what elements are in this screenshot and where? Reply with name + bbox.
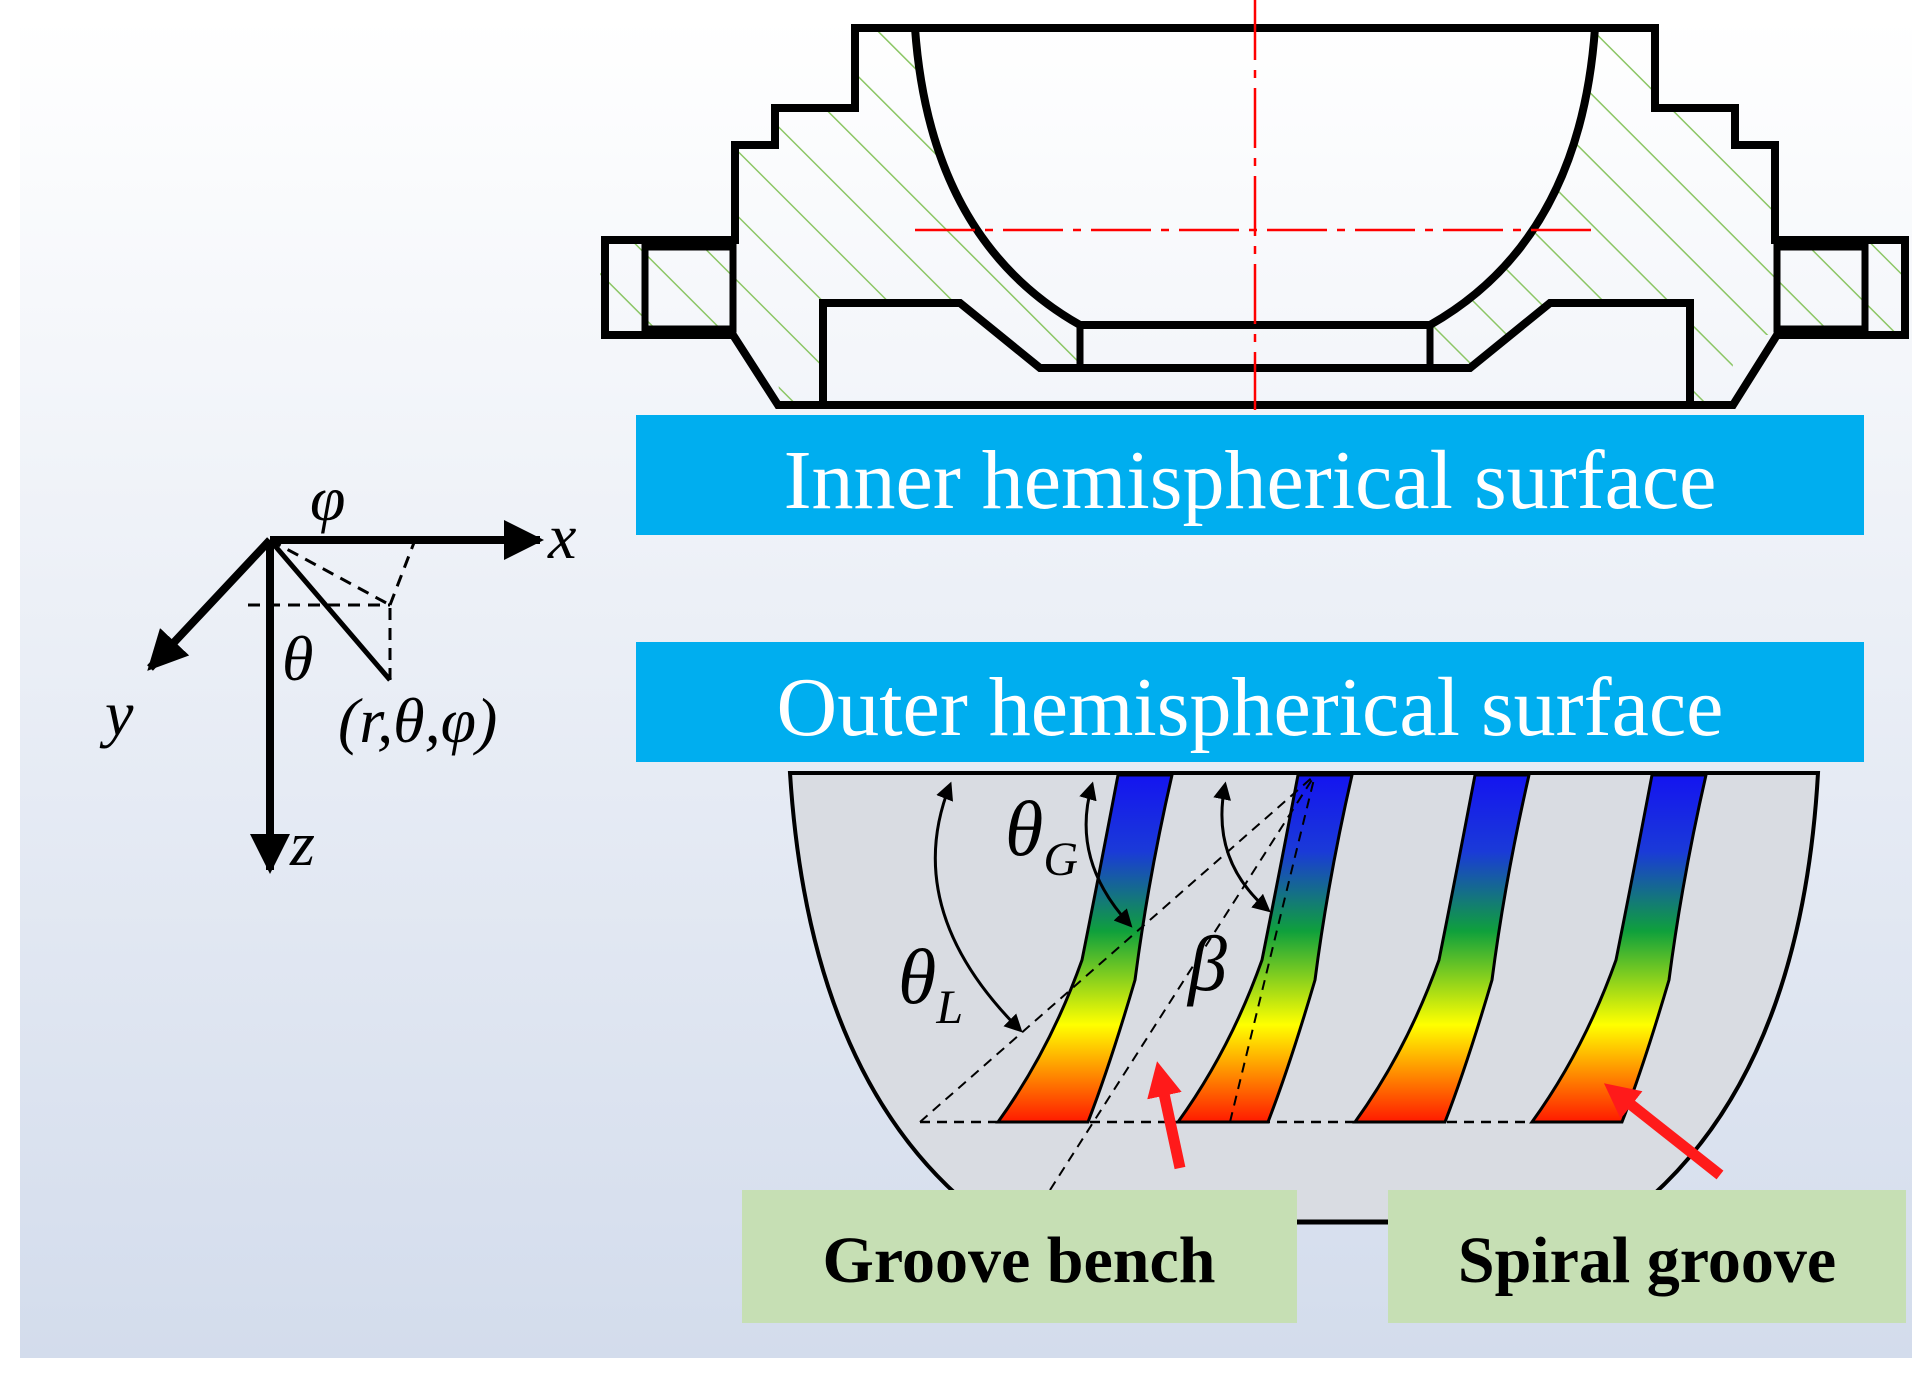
projection-line-3 [388,539,417,606]
theta-g-arc [1079,781,1133,928]
y-axis [147,537,273,671]
spiral-groove-4 [1529,773,1708,1124]
groove-bench-label: Groove bench [823,1224,1216,1297]
groove-bench-pointer [1147,1061,1186,1170]
spiral-groove-3 [1352,773,1531,1124]
radius-line [268,538,392,682]
y-axis-label: y [99,678,134,749]
spiral-groove-pointer [1603,1083,1724,1180]
housing-left-solid [600,28,1080,405]
outer-surface-label-box: Outer hemispherical surface [636,642,1864,762]
z-axis-label: z [289,808,315,879]
theta-l-arc [933,781,1023,1033]
beta-symbol: β [1186,920,1227,1007]
outer-hemisphere: θG θL β [787,771,1821,1225]
inner-surface-label-box: Inner hemispherical surface [636,415,1864,535]
housing-right-solid [1430,28,1905,405]
dashed-line-3 [1229,774,1316,1123]
point-label: (r,θ,φ) [338,685,497,756]
dashed-line-2 [1049,774,1316,1191]
right-slot [1773,243,1869,333]
phi-label: φ [310,463,345,534]
inner-housing-section [600,0,1909,410]
outer-surface-label: Outer hemispherical surface [777,661,1724,754]
inner-surface-label: Inner hemispherical surface [784,434,1717,527]
groove-bench-label-box: Groove bench [742,1190,1297,1323]
x-axis-label: x [547,501,576,572]
spiral-groove-label: Spiral groove [1458,1224,1836,1297]
housing-outline [601,24,1909,409]
theta-l-symbol: θL [898,933,963,1034]
dashed-line-1 [919,774,1316,1123]
left-slot [641,243,737,333]
inner-bowl [911,27,1599,329]
spiral-groove-label-box: Spiral groove [1388,1190,1906,1323]
theta-label: θ [282,623,313,694]
beta-arc [1213,781,1271,913]
theta-g-symbol: θG [1005,785,1078,886]
coordinate-system: φ x y z θ (r,θ,φ) [99,463,576,879]
projection-line-2 [269,538,391,607]
